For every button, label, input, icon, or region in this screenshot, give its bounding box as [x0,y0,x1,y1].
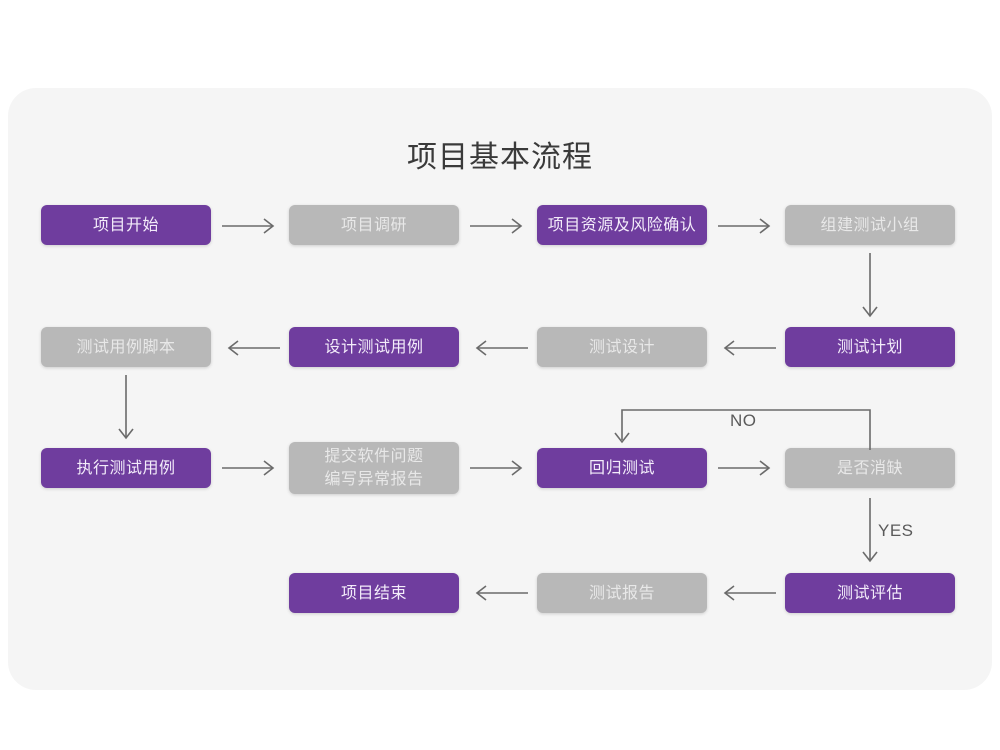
node-test-report[interactable]: 测试报告 [537,573,707,613]
node-form-test-team[interactable]: 组建测试小组 [785,205,955,245]
node-project-research[interactable]: 项目调研 [289,205,459,245]
node-resource-risk-confirm[interactable]: 项目资源及风险确认 [537,205,707,245]
page-title: 项目基本流程 [407,141,593,174]
node-project-end[interactable]: 项目结束 [289,573,459,613]
node-project-start[interactable]: 项目开始 [41,205,211,245]
edge-label-yes: YES [878,521,914,540]
node-test-plan[interactable]: 测试计划 [785,327,955,367]
node-execute-test-cases[interactable]: 执行测试用例 [41,448,211,488]
node-submit-defect-report[interactable]: 提交软件问题 编写异常报告 [289,442,459,494]
node-regression-test[interactable]: 回归测试 [537,448,707,488]
node-design-test-cases[interactable]: 设计测试用例 [289,327,459,367]
node-test-case-script[interactable]: 测试用例脚本 [41,327,211,367]
node-defect-resolved[interactable]: 是否消缺 [785,448,955,488]
edge-label-no: NO [730,411,757,430]
node-test-evaluation[interactable]: 测试评估 [785,573,955,613]
node-test-design[interactable]: 测试设计 [537,327,707,367]
